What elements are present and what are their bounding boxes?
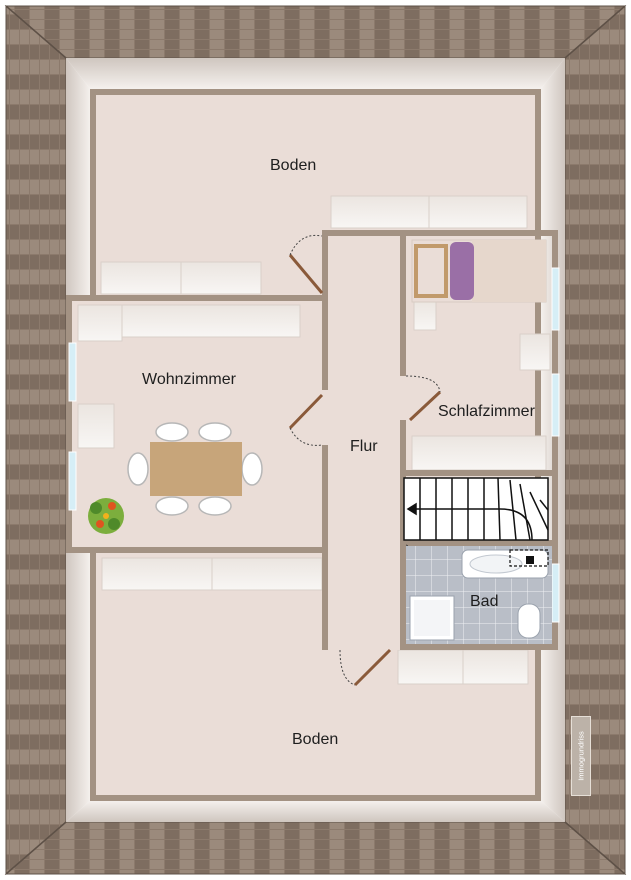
roof-windows bbox=[77, 195, 551, 685]
bed bbox=[411, 239, 547, 303]
door-swings bbox=[289, 234, 441, 686]
room-label-bad: Bad bbox=[470, 593, 499, 610]
room-label-boden-top: Boden bbox=[270, 157, 317, 174]
side-windows bbox=[68, 267, 560, 623]
room-label-schlafzimmer: Schlafzimmer bbox=[438, 403, 535, 420]
watermark-text: Immogrundriss bbox=[576, 731, 586, 781]
room-label-boden-bottom: Boden bbox=[292, 731, 339, 748]
dining-set bbox=[127, 422, 263, 516]
room-label-wohnzimmer: Wohnzimmer bbox=[142, 371, 236, 388]
watermark: Immogrundriss bbox=[571, 716, 591, 796]
staircase bbox=[403, 477, 549, 541]
bathroom bbox=[406, 546, 552, 644]
room-label-flur: Flur bbox=[350, 438, 378, 455]
interior-walls bbox=[66, 230, 558, 650]
roof bbox=[4, 4, 627, 876]
plant bbox=[88, 498, 124, 534]
